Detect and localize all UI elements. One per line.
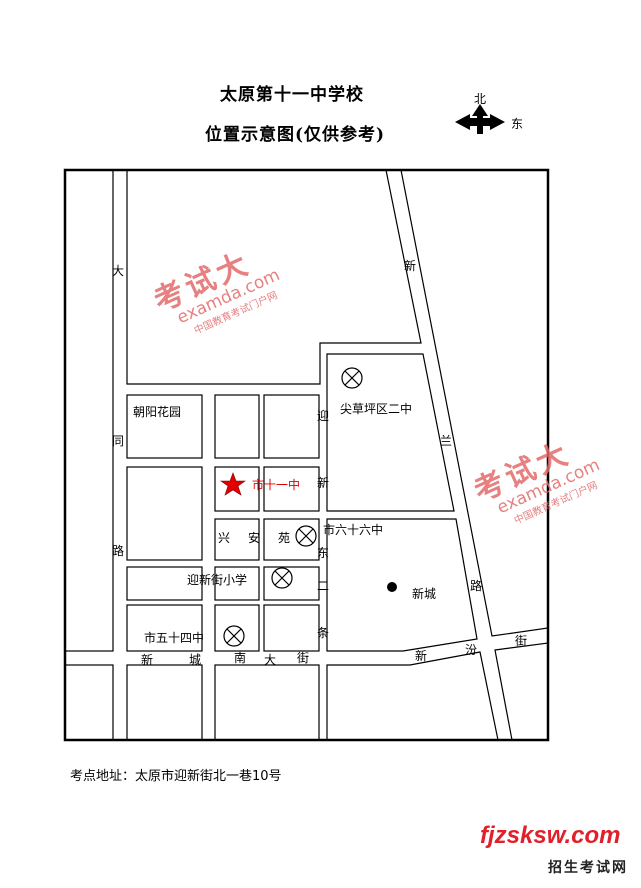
road-label: 南: [234, 650, 246, 665]
map-title-line1: 太原第十一中学校: [220, 85, 364, 105]
compass-icon: [455, 104, 505, 134]
block: [214, 566, 260, 601]
road-label: 二: [317, 579, 329, 593]
road-label: 新: [141, 652, 153, 667]
road-label: 大: [264, 653, 276, 667]
school-marker-icon: [271, 567, 293, 589]
road-label: 新: [317, 475, 329, 490]
block: [64, 664, 114, 741]
block: [263, 466, 320, 512]
block: [214, 664, 320, 741]
block: [263, 394, 320, 459]
block: [126, 604, 203, 652]
block: [126, 566, 203, 601]
road-label: 东: [317, 546, 329, 560]
road-label: 街: [297, 651, 309, 665]
location-dot-icon: [387, 582, 397, 592]
block: [126, 394, 203, 459]
road-label: 路: [112, 543, 124, 558]
road-label: 兰: [440, 434, 452, 448]
map-title-line2: 位置示意图(仅供参考): [205, 125, 386, 145]
place-label-shi66: 市六十六中: [323, 522, 383, 537]
place-label-chaoyang: 朝阳花园: [133, 404, 181, 419]
map-frame: [63, 168, 550, 742]
brand-logo-name: 招生考试网: [548, 860, 628, 876]
block: [126, 466, 203, 561]
compass-north-label: 北: [474, 92, 486, 106]
place-label-xinganyuan: 苑: [278, 531, 290, 545]
target-school-label: 市十一中: [252, 477, 300, 492]
exam-address: 考点地址：太原市迎新街北一巷10号: [70, 769, 282, 784]
place-label-xinganyuan: 兴: [218, 531, 230, 545]
street-blocks: [64, 169, 549, 741]
block: [326, 353, 455, 512]
road-label: 新: [404, 258, 416, 273]
place-label-jiancaoping: 尖草坪区二中: [340, 401, 412, 416]
road-label: 路: [470, 578, 482, 593]
road-label: 条: [317, 626, 329, 640]
road-label: 迎: [317, 409, 329, 423]
place-label-xinganyuan: 安: [248, 530, 260, 545]
block: [326, 651, 499, 741]
road-label: 街: [515, 634, 527, 648]
school-marker-icon: [341, 367, 363, 389]
block: [263, 518, 320, 561]
road-label: 同: [112, 434, 124, 448]
road-label: 城: [189, 653, 201, 667]
block: [214, 394, 260, 459]
place-label-shi54: 市五十四中: [144, 630, 204, 645]
block: [214, 518, 260, 561]
school-marker-icon: [223, 625, 245, 647]
brand-logo-domain: fjzsksw.com: [480, 822, 621, 849]
block: [64, 169, 114, 652]
road-label: 汾: [465, 643, 477, 657]
place-label-yingxinjie-xiaoxue: 迎新街小学: [187, 572, 247, 587]
road-label: 新: [415, 648, 427, 663]
compass-east-label: 东: [511, 117, 523, 131]
block: [263, 566, 320, 601]
block: [126, 169, 422, 385]
block: [263, 604, 320, 652]
road-label: 大: [112, 264, 124, 278]
block: [494, 642, 549, 741]
block: [326, 518, 478, 652]
block: [126, 664, 203, 741]
place-label-xincheng: 新城: [412, 586, 436, 601]
target-star-icon: [220, 472, 246, 496]
school-marker-icon: [295, 525, 317, 547]
